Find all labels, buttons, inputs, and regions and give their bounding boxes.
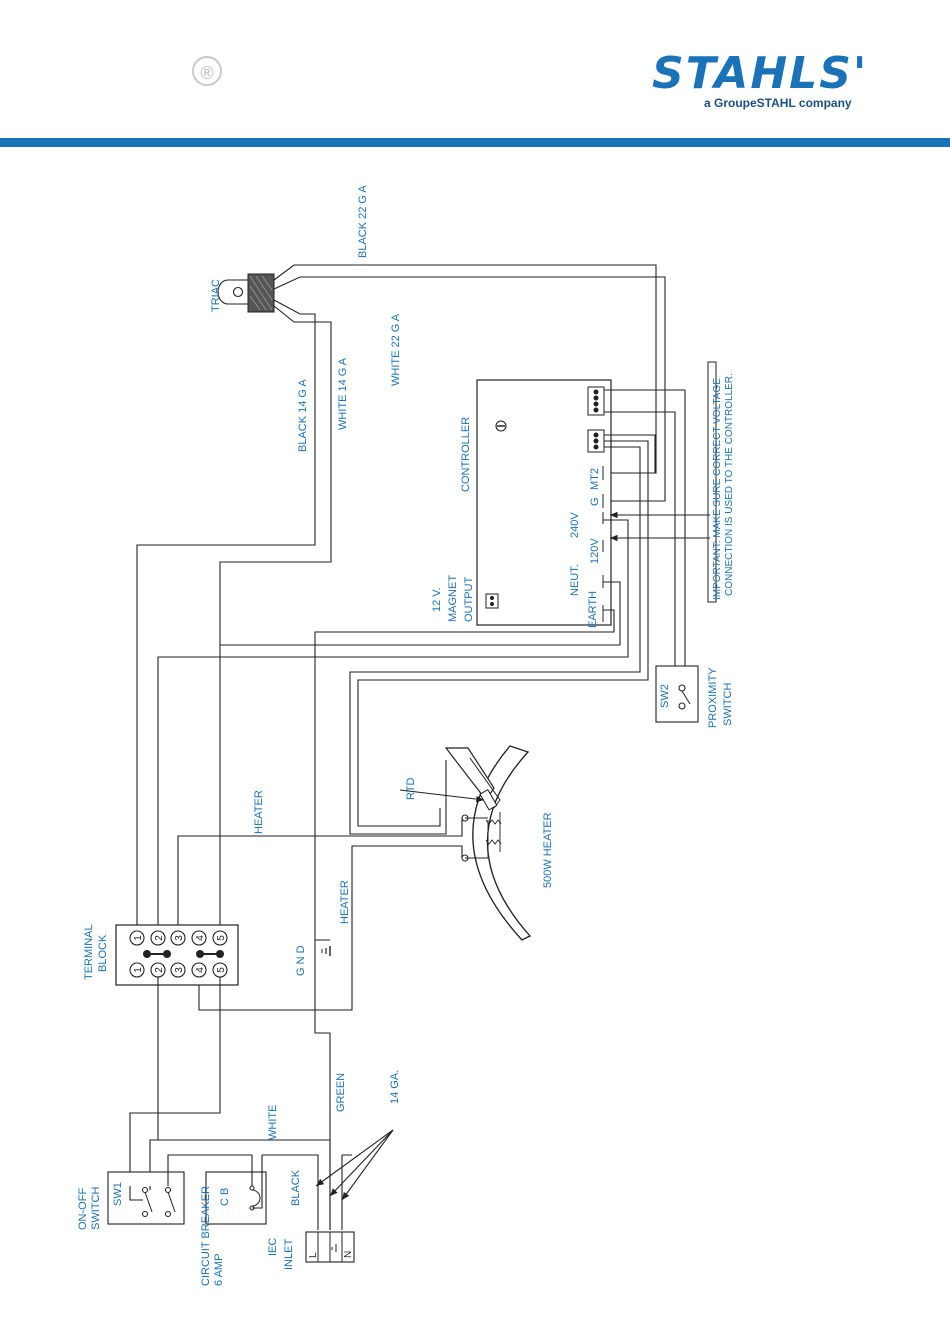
- label-breaker-2: 6 AMP: [213, 1254, 225, 1286]
- terminal-number: 2: [154, 967, 165, 973]
- terminal-number: 3: [174, 935, 185, 941]
- label-white-22: WHITE 22 G A: [390, 313, 402, 386]
- stahls-logo: STAHLS' a GroupeSTAHL company: [652, 48, 869, 111]
- label-mt2: MT2: [589, 468, 601, 490]
- label-magnet-3: OUTPUT: [463, 577, 475, 623]
- label-heater-b: HEATER: [339, 880, 351, 924]
- sw1-box: [107, 1171, 185, 1225]
- label-proximity-2: SWITCH: [722, 683, 734, 726]
- 500w-heater-element: [444, 745, 532, 941]
- label-black-22: BLACK 22 G A: [357, 185, 369, 258]
- label-triac: TRIAC: [210, 279, 222, 312]
- controller-connector-top: [587, 386, 605, 416]
- terminal-number: 2: [154, 935, 165, 941]
- label-iec-2: INLET: [283, 1239, 295, 1270]
- terminal-number: 4: [195, 935, 206, 941]
- label-heater-a: HEATER: [253, 790, 265, 834]
- label-iec-1: IEC: [267, 1238, 279, 1256]
- important-note-line-2: CONNECTION IS USED TO THE CONTROLLER.: [724, 373, 735, 596]
- label-pin-n: N: [343, 1251, 354, 1258]
- label-240v: 240V: [569, 512, 581, 538]
- terminal-number: 5: [216, 935, 227, 941]
- important-note-line-1: IMPORTANT: MAKE SURE CORRECT VOLTAGE: [712, 378, 723, 600]
- registered-trademark-mark: ®: [192, 56, 222, 86]
- logo-tagline: a GroupeSTAHL company: [704, 96, 852, 110]
- label-cb: C B: [219, 1188, 231, 1206]
- label-sw1: SW1: [112, 1182, 124, 1206]
- controller-connector-mid: [587, 429, 605, 453]
- label-white: WHITE: [267, 1105, 279, 1140]
- label-neut: NEUT.: [569, 564, 581, 596]
- label-green: GREEN: [335, 1073, 347, 1112]
- label-120v: 120V: [589, 538, 601, 564]
- terminal-number: 4: [195, 967, 206, 973]
- label-earth: EARTH: [587, 591, 599, 628]
- terminal-number: 1: [133, 935, 144, 941]
- label-rtd: RTD: [405, 778, 417, 800]
- terminal-number: 5: [216, 967, 227, 973]
- label-onoff-2: SWITCH: [90, 1187, 102, 1230]
- label-black-14: BLACK 14 G A: [297, 379, 309, 452]
- label-14ga: 14 GA.: [389, 1070, 401, 1104]
- label-breaker-1: CIRCUIT BREAKER: [200, 1186, 212, 1286]
- circuit-breaker-box: [205, 1171, 267, 1225]
- label-magnet-2: MAGNET: [447, 575, 459, 622]
- controller-knob-icon: [495, 420, 507, 432]
- sw2-box: [655, 665, 699, 723]
- label-terminal-1: TERMINAL: [83, 924, 95, 980]
- label-white-14: WHITE 14 G A: [337, 357, 349, 430]
- label-500w-heater: 500W HEATER: [542, 812, 554, 888]
- label-proximity-1: PROXIMITY: [707, 667, 719, 728]
- label-gnd: G N D: [295, 945, 307, 976]
- header-rule: [0, 138, 950, 147]
- terminal-block-pins: [129, 930, 228, 978]
- logo-word: STAHLS': [652, 48, 869, 99]
- label-magnet-1: 12 V.: [431, 587, 443, 612]
- triac-component: [217, 273, 275, 313]
- terminal-number: 3: [174, 967, 185, 973]
- magnet-output-connector: [485, 593, 499, 609]
- label-controller: CONTROLLER: [460, 417, 472, 492]
- label-pin-l: L: [308, 1252, 319, 1258]
- label-sw2: SW2: [659, 684, 671, 708]
- label-onoff-1: ON-OFF: [77, 1188, 89, 1230]
- ground-icon: [315, 939, 331, 956]
- label-terminal-2: BLOCK: [97, 934, 109, 972]
- triac-mount-hole: [232, 286, 244, 298]
- label-g: G: [589, 497, 601, 506]
- earth-pin-icon: [331, 1244, 337, 1252]
- sw1-contacts: [141, 1186, 176, 1218]
- label-black: BLACK: [290, 1169, 302, 1206]
- terminal-number: 1: [133, 967, 144, 973]
